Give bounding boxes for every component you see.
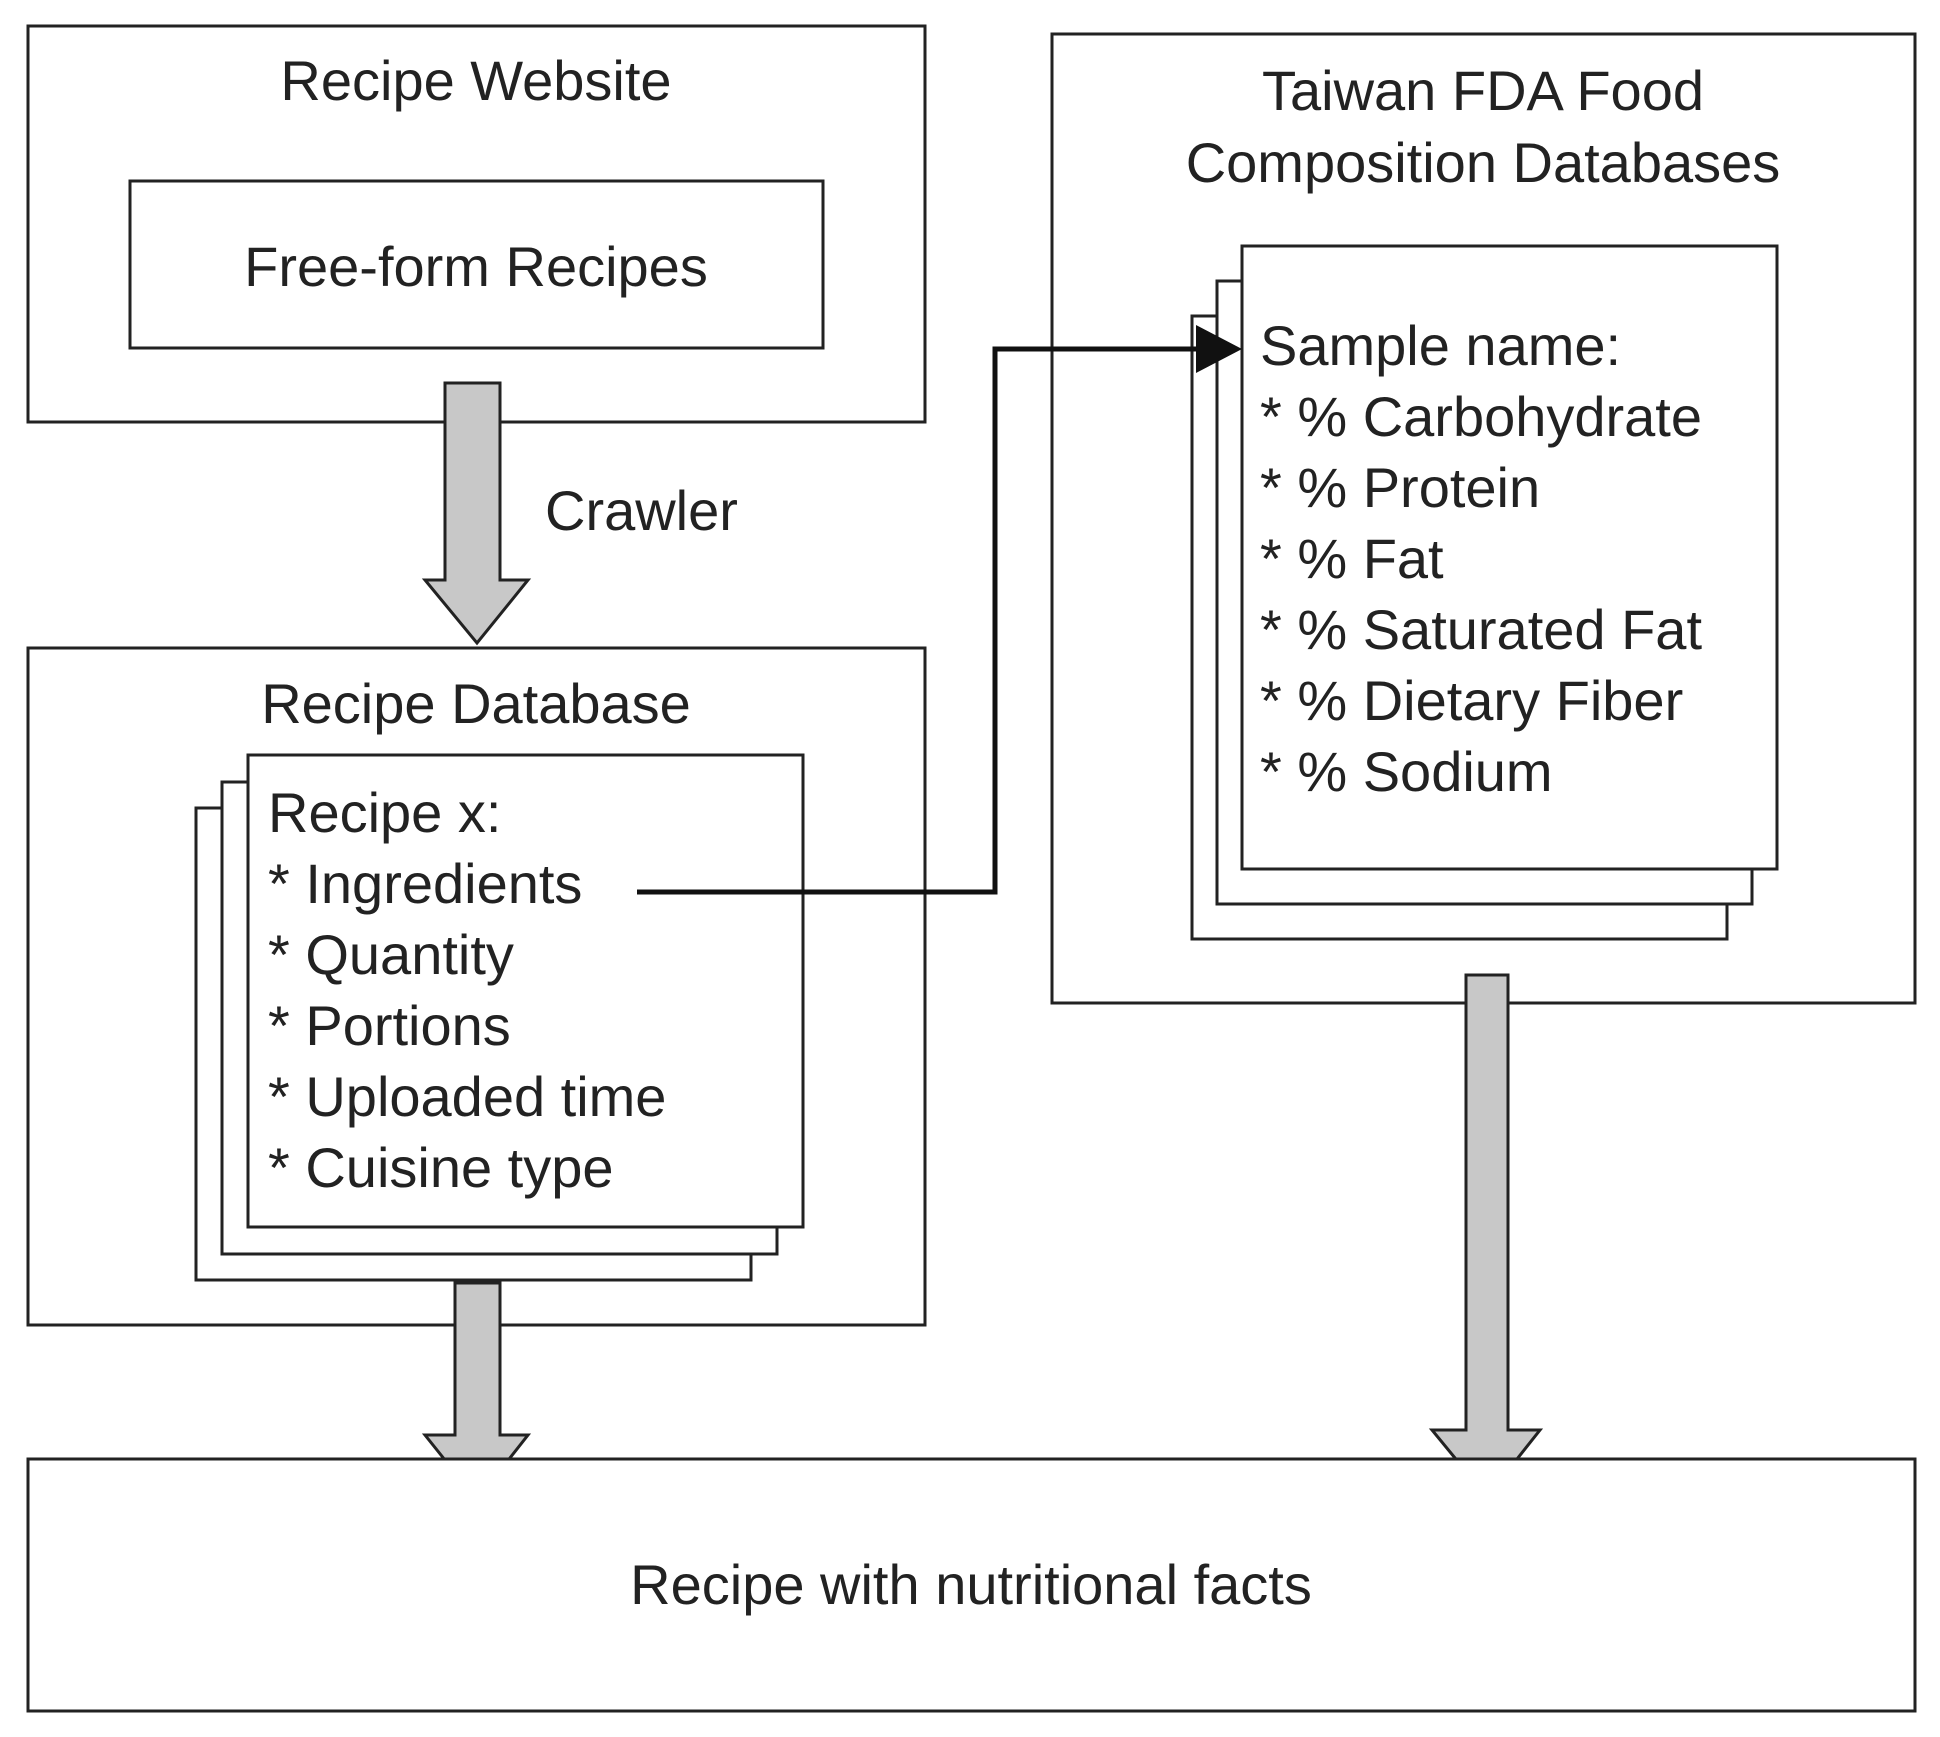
crawler-label: Crawler — [545, 479, 738, 542]
fda-to-output-arrow — [1428, 973, 1544, 1500]
crawler-arrow — [421, 381, 532, 646]
recipe-website-title: Recipe Website — [280, 49, 671, 112]
ingredients-connector-arrow — [637, 325, 1242, 895]
sample-card-item: * % Dietary Fiber — [1260, 669, 1683, 732]
free-form-recipes-label: Free-form Recipes — [244, 235, 708, 298]
fda-title-line-2: Composition Databases — [1186, 131, 1781, 194]
recipe-card-item: * Quantity — [268, 923, 514, 986]
recipe-website-box: Recipe Website Free-form Recipes — [26, 24, 927, 424]
sample-card-front — [1240, 244, 1779, 871]
sample-card-item: * % Fat — [1260, 527, 1444, 590]
sample-card-item: * % Carbohydrate — [1260, 385, 1702, 448]
sample-card-item: * % Protein — [1260, 456, 1540, 519]
recipe-database-box: Recipe Database Recipe x: * Ingredients … — [26, 646, 927, 1327]
recipe-card-stack: Recipe x: * Ingredients * Quantity * Por… — [194, 753, 805, 1282]
recipe-card-item: * Cuisine type — [268, 1136, 614, 1199]
recipe-database-title: Recipe Database — [261, 672, 691, 735]
output-label: Recipe with nutritional facts — [630, 1553, 1312, 1616]
connector-arrowhead — [1196, 325, 1242, 373]
recipe-card-item: * Uploaded time — [268, 1065, 666, 1128]
fda-title-line-1: Taiwan FDA Food — [1262, 59, 1704, 122]
fda-databases-box: Taiwan FDA Food Composition Databases Sa… — [1050, 32, 1917, 1005]
recipe-card-item: * Portions — [268, 994, 511, 1057]
recipe-card-front — [246, 753, 805, 1229]
sample-card-item: * % Saturated Fat — [1260, 598, 1702, 661]
free-form-recipes-box: Free-form Recipes — [128, 179, 825, 350]
sample-card-stack: Sample name: * % Carbohydrate * % Protei… — [1190, 244, 1779, 941]
sample-card-item: * % Sodium — [1260, 740, 1553, 803]
output-box: Recipe with nutritional facts — [26, 1457, 1917, 1713]
recipe-card-heading: Recipe x: — [268, 781, 501, 844]
sample-card-heading: Sample name: — [1260, 314, 1621, 377]
recipe-card-item: * Ingredients — [268, 852, 582, 915]
